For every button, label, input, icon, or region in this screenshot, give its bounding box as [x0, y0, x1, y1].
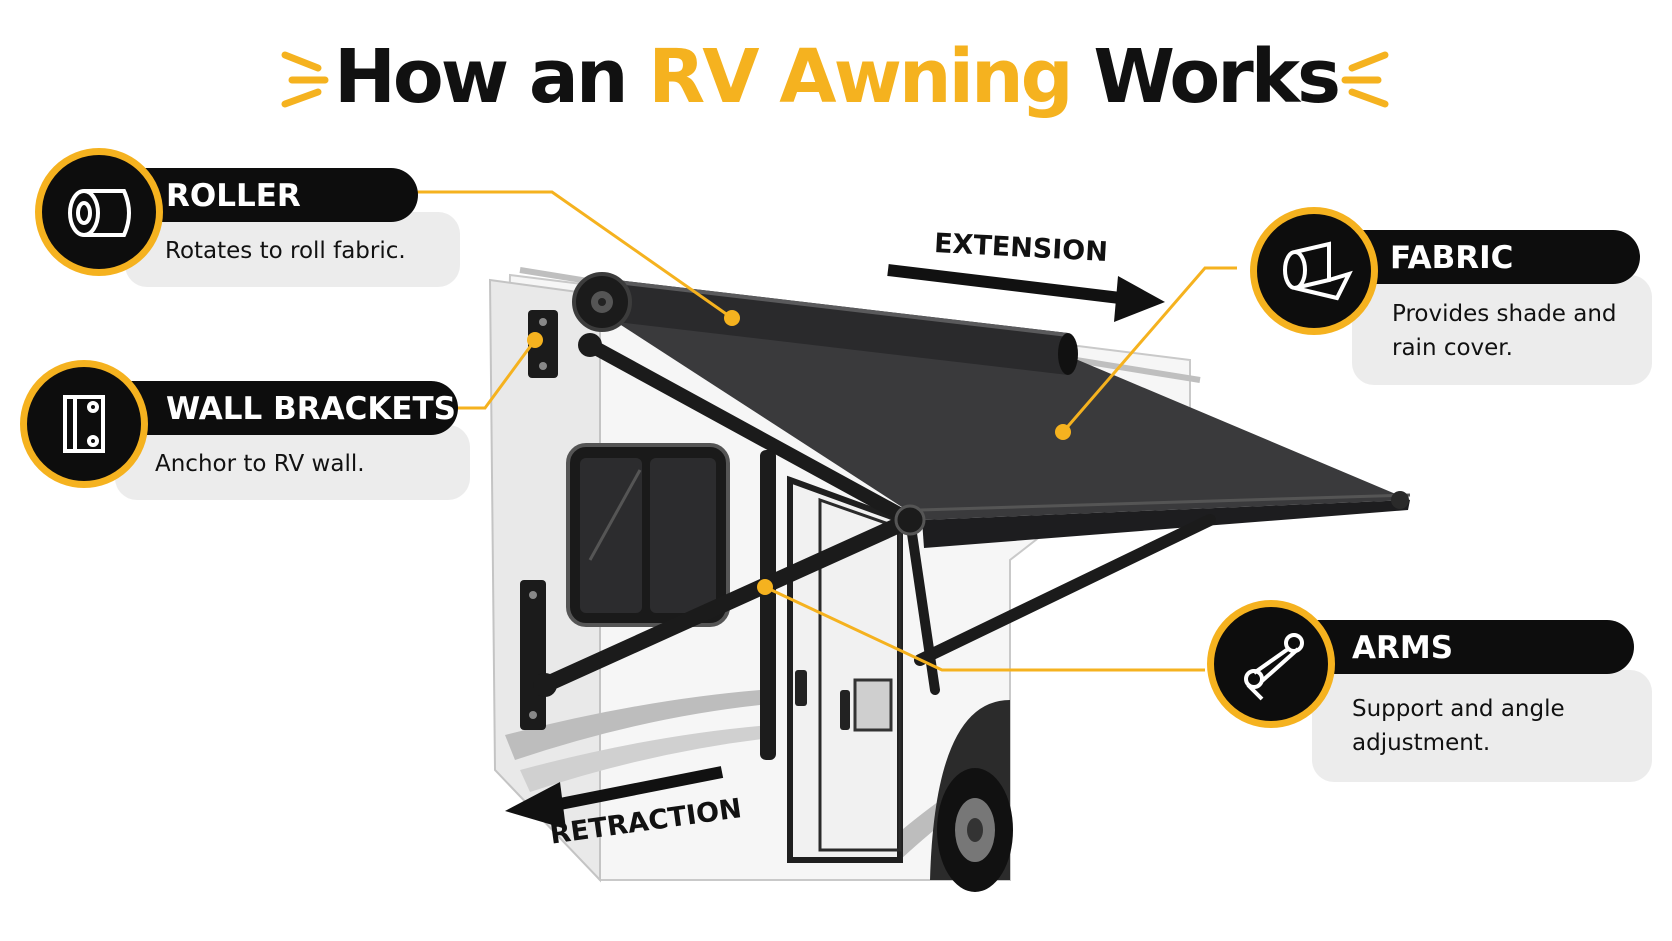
callout-arms-desc-panel: Support and angle adjustment.: [1312, 670, 1652, 782]
rv-door: [760, 450, 903, 863]
extension-arrow: [887, 264, 1165, 322]
leader-wall-brackets: [455, 339, 537, 410]
callout-fabric-desc-panel: Provides shade and rain cover.: [1352, 275, 1652, 385]
arm-joint: [894, 504, 926, 536]
title-suffix: Works: [1093, 34, 1341, 120]
callout-wall-brackets-desc-panel: Anchor to RV wall.: [115, 425, 470, 500]
callout-fabric-label: FABRIC: [1352, 230, 1640, 284]
callout-roller-desc-panel: Rotates to roll fabric.: [125, 212, 460, 287]
callout-fabric-description-line1: Provides shade and: [1392, 301, 1617, 327]
roller-icon: [35, 148, 163, 276]
bracket-icon: [20, 360, 148, 488]
wall-bracket-upper: [528, 310, 558, 378]
leader-roller: [415, 190, 733, 320]
callout-wall-brackets-label: WALL BRACKETS: [128, 381, 458, 435]
leader-lines: [415, 190, 1237, 672]
title-accent: RV Awning: [648, 34, 1073, 120]
leader-arms: [764, 585, 1205, 672]
page-title: How an RV Awning Works: [0, 40, 1672, 114]
leader-dots: [527, 310, 1071, 595]
fabric-roll-icon: [1250, 207, 1378, 335]
awning-fabric: [590, 305, 1411, 548]
leader-fabric: [1061, 266, 1237, 433]
title-prefix: How an: [334, 34, 629, 120]
callout-wall-brackets-description: Anchor to RV wall.: [155, 451, 365, 477]
title-spark-left: [281, 51, 329, 108]
retraction-arrow: [505, 766, 724, 829]
callout-arms-description-line2: adjustment.: [1352, 730, 1491, 756]
callout-arms-description-line1: Support and angle: [1352, 696, 1565, 722]
wall-bracket-lower: [520, 580, 546, 730]
arm-joint-icon: [1207, 600, 1335, 728]
title-spark-right: [1341, 51, 1389, 108]
callout-arms-label: ARMS: [1314, 620, 1634, 674]
rv-window: [566, 443, 730, 627]
callout-roller-description: Rotates to roll fabric.: [165, 238, 406, 264]
callout-fabric-description-line2: rain cover.: [1392, 335, 1513, 361]
awning-arms: [537, 338, 1216, 695]
awning-roller: [572, 272, 1078, 375]
callout-roller-label: ROLLER: [128, 168, 418, 222]
rv-wheel: [930, 700, 1013, 892]
